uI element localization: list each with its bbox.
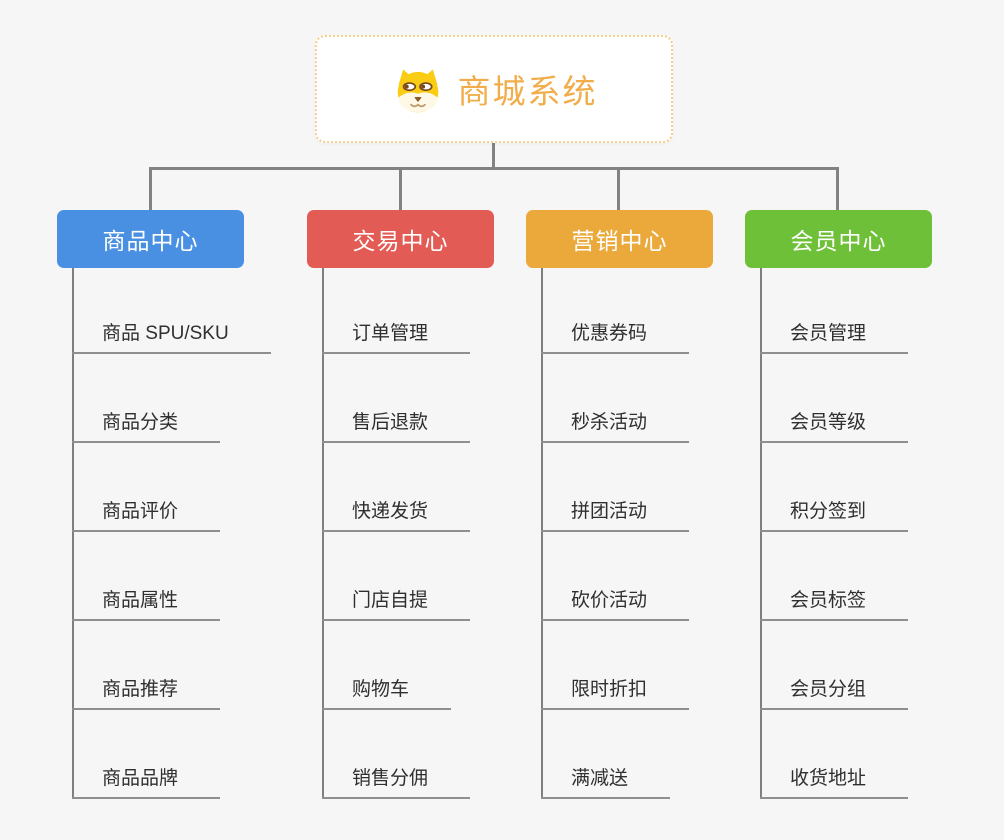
branch-leaves: 会员管理 会员等级 积分签到 会员标签 会员分组 收货地址 [760, 265, 909, 799]
root-title: 商城系统 [457, 73, 598, 110]
dog-icon [391, 64, 445, 114]
connector-root-stem [492, 143, 495, 170]
leaf-node[interactable]: 商品分类 [72, 354, 221, 443]
connector-column-line [541, 268, 543, 799]
leaf-node[interactable]: 会员标签 [760, 532, 909, 621]
leaf-label: 拼团活动 [571, 501, 648, 522]
leaf-label: 砍价活动 [571, 590, 648, 611]
leaf-node[interactable]: 会员管理 [760, 265, 909, 354]
connector-stub [149, 170, 152, 210]
leaf-label: 销售分佣 [352, 768, 429, 789]
leaf-label: 会员管理 [790, 323, 867, 344]
leaf-node[interactable]: 秒杀活动 [541, 354, 690, 443]
leaf-label: 秒杀活动 [571, 412, 648, 433]
branch-node-marketing-center[interactable]: 营销中心 [526, 210, 713, 268]
leaf-label: 商品品牌 [102, 768, 179, 789]
leaf-label: 快递发货 [352, 501, 429, 522]
connector-stub [617, 170, 620, 210]
leaf-node[interactable]: 会员分组 [760, 621, 909, 710]
leaf-label: 商品分类 [102, 412, 179, 433]
leaf-node[interactable]: 会员等级 [760, 354, 909, 443]
leaf-node[interactable]: 商品评价 [72, 443, 221, 532]
leaf-node[interactable]: 商品品牌 [72, 710, 221, 799]
leaf-label: 商品评价 [102, 501, 179, 522]
leaf-label: 购物车 [352, 679, 410, 700]
branch-node-member-center[interactable]: 会员中心 [745, 210, 932, 268]
leaf-label: 会员分组 [790, 679, 867, 700]
leaf-node[interactable]: 商品推荐 [72, 621, 221, 710]
connector-horizontal-bus [149, 167, 839, 170]
leaf-label: 限时折扣 [571, 679, 648, 700]
leaf-node[interactable]: 商品属性 [72, 532, 221, 621]
branch-leaves: 商品 SPU/SKU 商品分类 商品评价 商品属性 商品推荐 商品品牌 [72, 265, 271, 799]
connector-column-line [72, 268, 74, 799]
leaf-node[interactable]: 满减送 [541, 710, 671, 799]
leaf-label: 门店自提 [352, 590, 429, 611]
connector-stub [399, 170, 402, 210]
leaf-label: 商品属性 [102, 590, 179, 611]
leaf-label: 满减送 [571, 768, 629, 789]
branch-node-trade-center[interactable]: 交易中心 [307, 210, 494, 268]
leaf-label: 优惠券码 [571, 323, 648, 344]
leaf-node[interactable]: 门店自提 [322, 532, 471, 621]
leaf-node[interactable]: 销售分佣 [322, 710, 471, 799]
leaf-label: 商品 SPU/SKU [102, 323, 229, 344]
leaf-label: 商品推荐 [102, 679, 179, 700]
leaf-node[interactable]: 优惠券码 [541, 265, 690, 354]
leaf-label: 售后退款 [352, 412, 429, 433]
leaf-node[interactable]: 砍价活动 [541, 532, 690, 621]
root-node[interactable]: 商城系统 [315, 35, 673, 143]
leaf-node[interactable]: 售后退款 [322, 354, 471, 443]
leaf-label: 积分签到 [790, 501, 867, 522]
leaf-label: 会员等级 [790, 412, 867, 433]
leaf-node[interactable]: 购物车 [322, 621, 452, 710]
leaf-node[interactable]: 积分签到 [760, 443, 909, 532]
branch-leaves: 订单管理 售后退款 快递发货 门店自提 购物车 销售分佣 [322, 265, 471, 799]
connector-column-line [760, 268, 762, 799]
leaf-node[interactable]: 限时折扣 [541, 621, 690, 710]
branch-leaves: 优惠券码 秒杀活动 拼团活动 砍价活动 限时折扣 满减送 [541, 265, 690, 799]
leaf-node[interactable]: 商品 SPU/SKU [72, 265, 271, 354]
leaf-label: 会员标签 [790, 590, 867, 611]
connector-stub [836, 170, 839, 210]
leaf-node[interactable]: 快递发货 [322, 443, 471, 532]
leaf-node[interactable]: 收货地址 [760, 710, 909, 799]
connector-column-line [322, 268, 324, 799]
leaf-label: 收货地址 [790, 768, 867, 789]
leaf-label: 订单管理 [352, 323, 429, 344]
leaf-node[interactable]: 拼团活动 [541, 443, 690, 532]
branch-node-product-center[interactable]: 商品中心 [57, 210, 244, 268]
leaf-node[interactable]: 订单管理 [322, 265, 471, 354]
